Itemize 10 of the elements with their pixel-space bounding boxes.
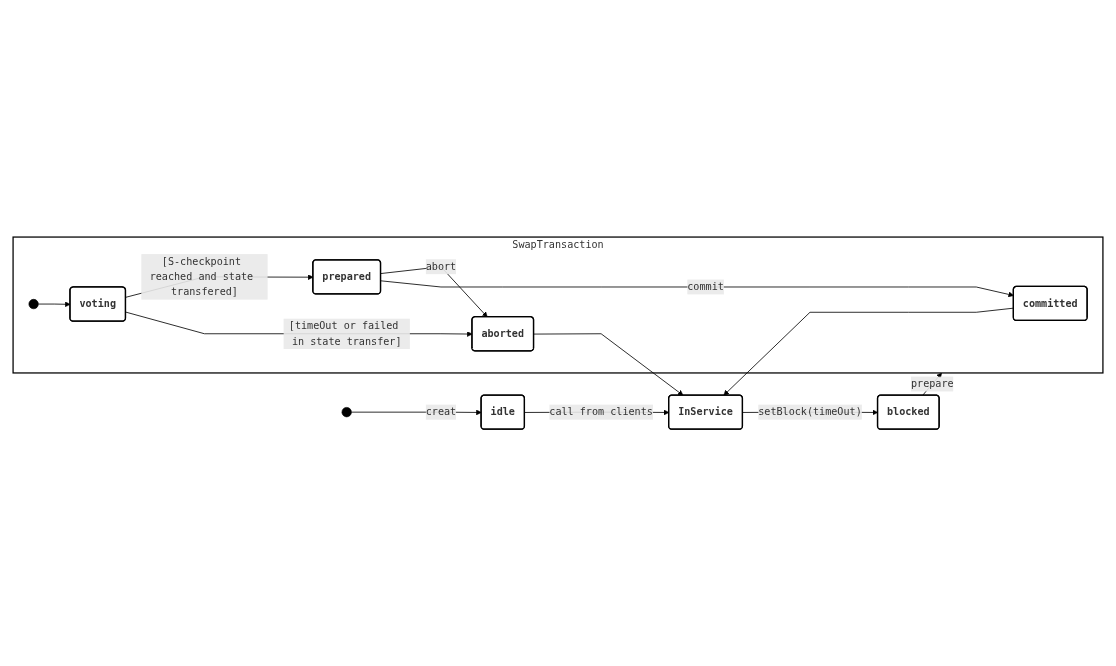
edge-label: creat xyxy=(425,405,457,418)
node-circle xyxy=(28,298,39,309)
edge-label: [timeOut or failed in state transfer] xyxy=(288,319,402,347)
edge-label: setBlock(timeOut) xyxy=(758,405,862,418)
node-circle xyxy=(341,406,352,418)
edge-label: commit xyxy=(687,280,724,293)
edge-label: call from clients xyxy=(549,405,653,418)
edge-label: prepare xyxy=(911,377,954,390)
edge-label: [S-checkpoint reached and state transfered] xyxy=(149,255,254,298)
edge-label: abort xyxy=(425,260,457,273)
